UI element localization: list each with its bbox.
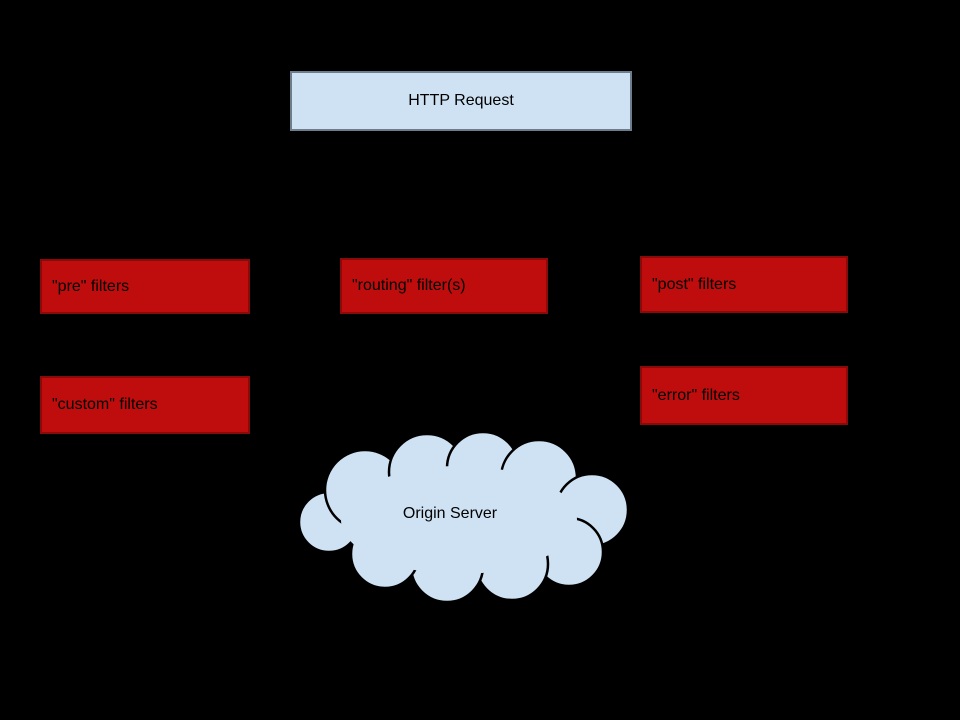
- node-custom-filters-label: "custom" filters: [52, 396, 158, 414]
- node-error-filters: "error" filters: [640, 366, 848, 425]
- node-pre-filters-label: "pre" filters: [52, 277, 130, 295]
- node-post-filters-label: "post" filters: [652, 275, 737, 293]
- node-pre-filters: "pre" filters: [40, 259, 250, 314]
- node-http-request: HTTP Request: [290, 71, 632, 131]
- node-routing-filters-label: "routing" filter(s): [352, 277, 466, 295]
- node-error-filters-label: "error" filters: [652, 386, 740, 404]
- node-post-filters: "post" filters: [640, 256, 848, 313]
- node-http-request-label: HTTP Request: [408, 92, 514, 110]
- node-routing-filters: "routing" filter(s): [340, 258, 548, 314]
- node-custom-filters: "custom" filters: [40, 376, 250, 434]
- node-origin-server: Origin Server: [287, 430, 633, 604]
- node-origin-server-label: Origin Server: [402, 504, 498, 522]
- origin-server-cloud-shape: [297, 430, 630, 604]
